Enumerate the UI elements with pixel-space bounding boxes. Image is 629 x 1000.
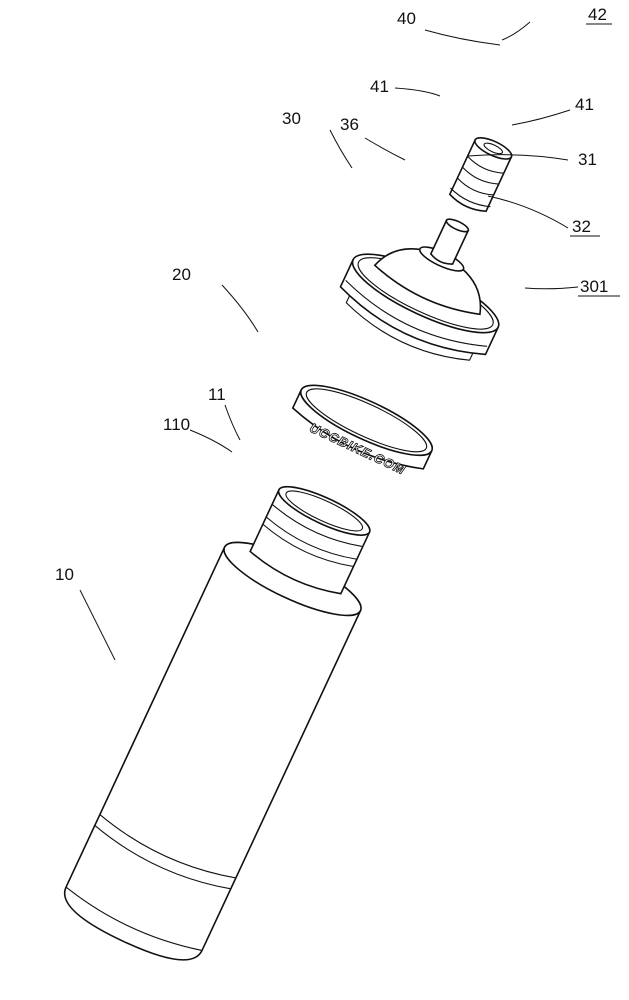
label-31: 31: [578, 150, 597, 169]
label-42: 42: [588, 5, 607, 24]
cap-part: [330, 188, 531, 376]
label-32: 32: [572, 217, 591, 236]
ring-part: UCCBIKE.COM: [286, 373, 440, 485]
bottle-body: [56, 467, 398, 973]
label-301: 301: [580, 277, 608, 296]
label-11: 11: [208, 385, 226, 404]
reference-labels: 40 42 41 41 30 36 31 32 301 20 11 110 10: [55, 5, 620, 584]
label-30: 30: [282, 109, 301, 128]
valve-part: [446, 133, 516, 216]
label-36: 36: [340, 115, 359, 134]
label-40: 40: [397, 9, 416, 28]
label-41-right: 41: [575, 95, 594, 114]
label-10: 10: [55, 565, 74, 584]
label-41-left: 41: [370, 77, 389, 96]
label-20: 20: [172, 265, 191, 284]
label-110: 110: [163, 415, 190, 434]
